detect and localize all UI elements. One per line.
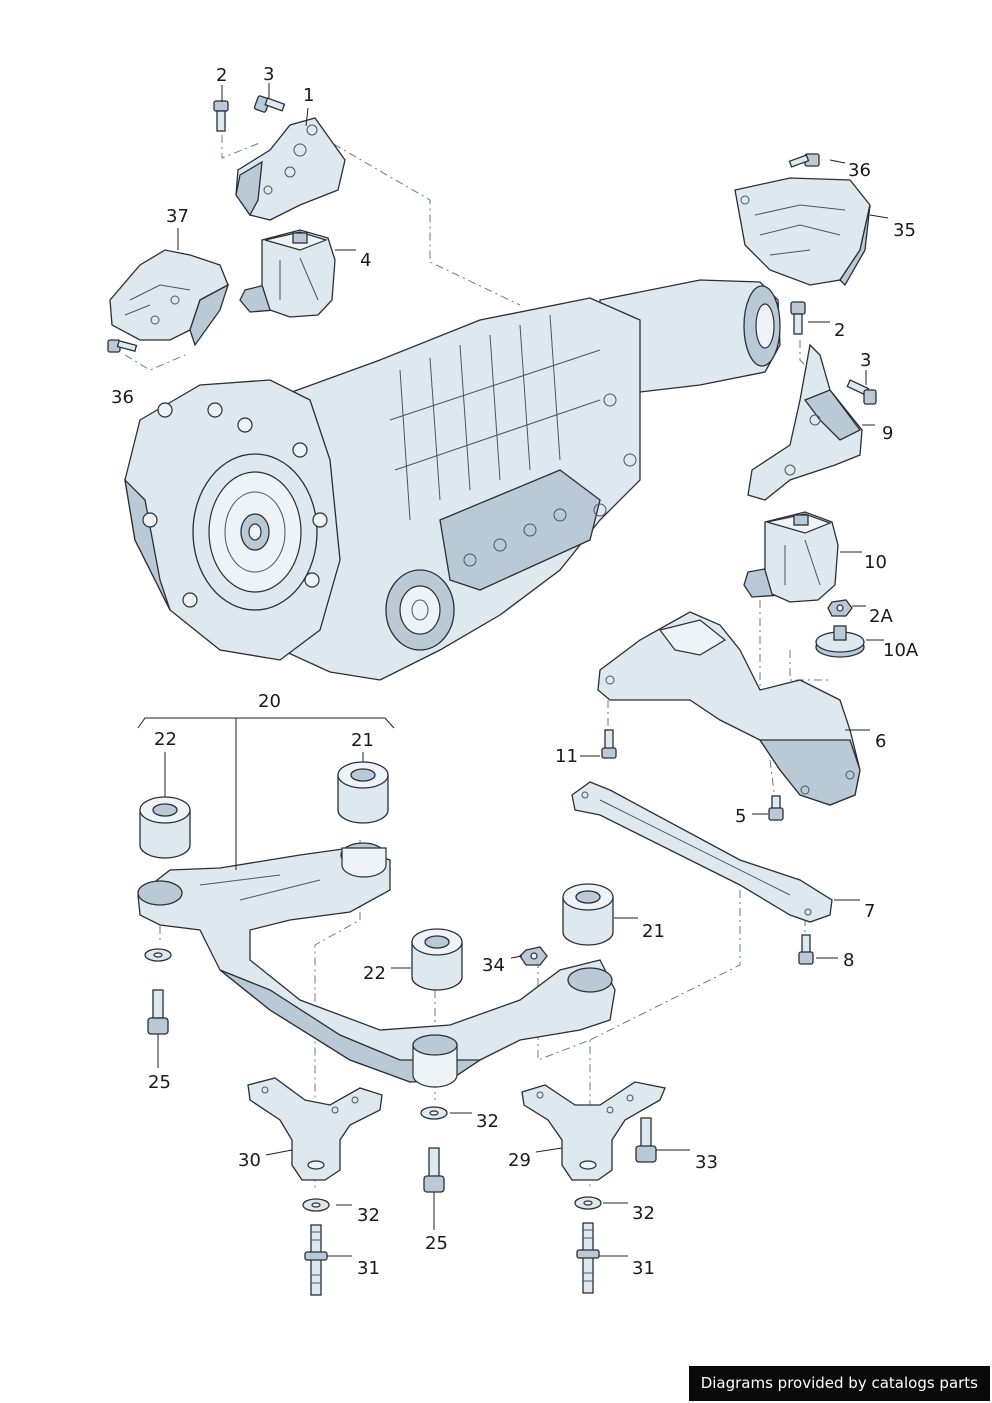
- rubber-stop-part-10A: [815, 625, 865, 658]
- bolt-part-8: [798, 934, 814, 965]
- callout-2-right: 2: [834, 320, 846, 341]
- callout-4: 4: [360, 250, 372, 271]
- washer-bolt-part-25-left: [144, 948, 172, 1035]
- transmission-mount-part-10: [743, 511, 839, 603]
- bolt-part-33: [635, 1117, 657, 1163]
- engine-bracket-part-1: [235, 117, 346, 221]
- callout-3-right: 3: [860, 350, 872, 371]
- callout-6: 6: [875, 731, 887, 752]
- bolt-part-3-right: [846, 379, 877, 405]
- callout-32-middle: 32: [476, 1111, 499, 1132]
- bushing-part-21-right: [562, 883, 614, 946]
- callout-33: 33: [695, 1152, 718, 1173]
- callout-22-middle: 22: [363, 963, 386, 984]
- transmission-assembly: [124, 279, 781, 681]
- credit-banner: Diagrams provided by catalogs parts: [688, 1366, 990, 1401]
- callout-21-top: 21: [351, 730, 374, 751]
- bracket-part-29: [521, 1081, 666, 1181]
- callout-3: 3: [263, 64, 275, 85]
- callout-5: 5: [735, 806, 747, 827]
- bolt-part-3-top: [253, 95, 286, 113]
- washer-stud-part-32-31-right: [574, 1196, 602, 1294]
- engine-mount-part-4: [239, 229, 336, 318]
- callout-35: 35: [893, 220, 916, 241]
- nut-part-34: [519, 946, 548, 966]
- callout-32-left: 32: [357, 1205, 380, 1226]
- bolt-part-2-top: [213, 100, 229, 132]
- bolt-part-2-right: [790, 301, 806, 335]
- bolt-part-5: [768, 795, 784, 821]
- callout-31-left: 31: [357, 1258, 380, 1279]
- callout-10: 10: [864, 552, 887, 573]
- transmission-bracket-part-9: [747, 343, 863, 501]
- callout-31-right: 31: [632, 1258, 655, 1279]
- callout-1: 1: [303, 85, 315, 106]
- callout-29: 29: [508, 1150, 531, 1171]
- bolt-part-36-left: [107, 339, 138, 353]
- callout-36-left: 36: [111, 387, 134, 408]
- callout-20: 20: [258, 691, 281, 712]
- callout-32-right: 32: [632, 1203, 655, 1224]
- bolt-part-36-right: [788, 153, 820, 168]
- callout-10A: 10A: [883, 640, 919, 661]
- callout-30: 30: [238, 1150, 261, 1171]
- bushing-part-22-left: [139, 796, 191, 859]
- washer-bolt-part-32-25-middle: [420, 1106, 448, 1193]
- callout-8: 8: [843, 950, 855, 971]
- callout-11: 11: [555, 746, 578, 767]
- leader-lines: [137, 83, 889, 1257]
- callout-25-middle: 25: [425, 1233, 448, 1254]
- heat-shield-part-35: [734, 177, 871, 287]
- callout-21-right: 21: [642, 921, 665, 942]
- callout-22-left: 22: [154, 729, 177, 750]
- nut-part-2A: [827, 599, 853, 617]
- callout-2: 2: [216, 65, 228, 86]
- callout-25-left: 25: [148, 1072, 171, 1093]
- bushing-part-22-middle: [411, 928, 463, 991]
- subframe-part-20: [137, 842, 616, 1088]
- callout-36-right: 36: [848, 160, 871, 181]
- bushing-part-21-top: [337, 761, 389, 824]
- crossmember-part-6: [597, 611, 861, 806]
- callout-34: 34: [482, 955, 505, 976]
- brace-part-7: [571, 781, 833, 923]
- bolt-part-11: [601, 729, 617, 759]
- heat-shield-part-37: [109, 249, 230, 347]
- callout-37: 37: [166, 206, 189, 227]
- bracket-part-30: [247, 1077, 383, 1181]
- callout-2A: 2A: [869, 606, 893, 627]
- callout-7: 7: [864, 901, 876, 922]
- callout-9: 9: [882, 423, 894, 444]
- washer-stud-part-32-31-left: [302, 1198, 330, 1296]
